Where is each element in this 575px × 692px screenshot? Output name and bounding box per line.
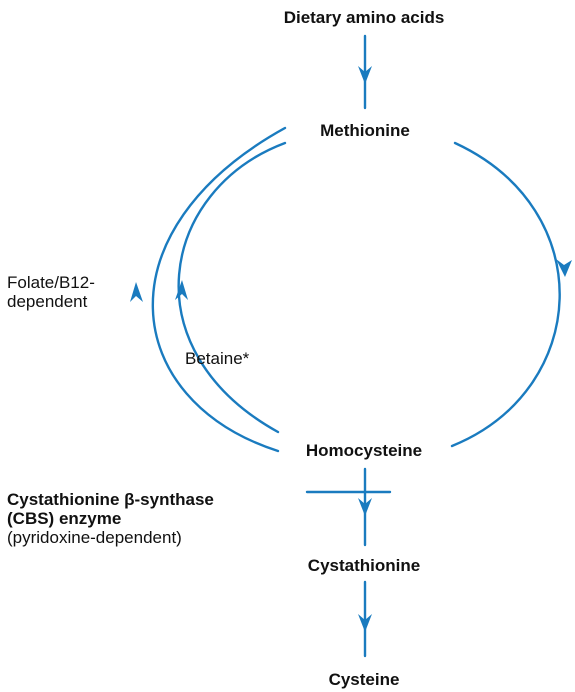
- label-cbs-line1: Cystathionine β-synthase: [7, 490, 214, 509]
- node-cysteine: Cysteine: [328, 670, 400, 689]
- arrowhead-methionine: [358, 66, 372, 84]
- arrow-methionine-to-homocysteine: [450, 141, 561, 448]
- label-cbs-enzyme: Cystathionine β-synthase (CBS) enzyme (p…: [7, 490, 214, 547]
- node-homocysteine: Homocysteine: [305, 441, 423, 460]
- arrowhead-cystathionine: [358, 498, 372, 516]
- arrowhead-folate: [130, 282, 143, 302]
- label-folate-line2: dependent: [7, 292, 88, 311]
- arrowhead-cysteine: [358, 614, 372, 632]
- label-folate-b12: Folate/B12- dependent: [7, 273, 95, 311]
- label-folate-line1: Folate/B12-: [7, 273, 95, 292]
- node-cystathionine: Cystathionine: [307, 556, 421, 575]
- label-betaine: Betaine*: [185, 349, 250, 368]
- arrow-betaine-remethylation: [177, 141, 287, 434]
- arrow-folate-remethylation: [151, 126, 287, 453]
- node-dietary-amino-acids: Dietary amino acids: [283, 8, 445, 27]
- label-cbs-line2: (CBS) enzyme: [7, 509, 122, 528]
- node-methionine: Methionine: [320, 121, 410, 140]
- label-cbs-line3: (pyridoxine-dependent): [7, 528, 182, 547]
- arrowhead-right-arc: [556, 259, 572, 277]
- arrowhead-betaine: [175, 280, 188, 300]
